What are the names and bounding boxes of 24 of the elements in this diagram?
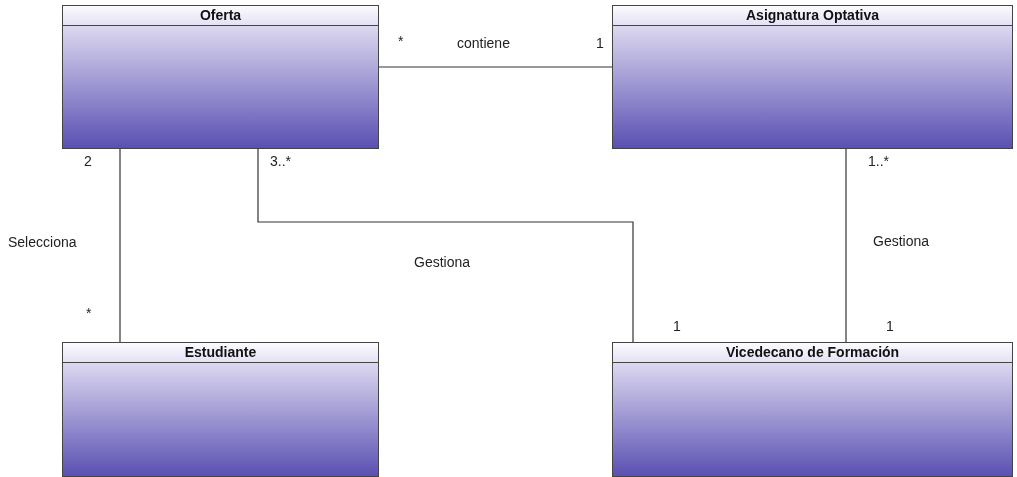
class-box — [612, 5, 1013, 149]
multiplicity-label: 1 — [886, 318, 894, 334]
association-line — [257, 148, 634, 343]
multiplicity-label: 3..* — [270, 153, 291, 169]
multiplicity-label: * — [86, 305, 92, 321]
class-box — [612, 342, 1013, 477]
class-name: Asignatura Optativa — [746, 7, 879, 23]
association-line — [119, 148, 121, 343]
multiplicity-label: 1 — [596, 35, 604, 51]
association-line — [378, 66, 613, 68]
class-box — [62, 5, 379, 149]
multiplicity-label: * — [398, 33, 404, 49]
class-name: Oferta — [199, 7, 242, 23]
multiplicity-label: 1 — [673, 318, 681, 334]
multiplicity-label: 2 — [84, 153, 92, 169]
association-line — [845, 148, 847, 343]
association-label: Gestiona — [873, 233, 930, 249]
association-label: Selecciona — [8, 234, 77, 250]
multiplicity-label: 1..* — [868, 153, 889, 169]
class-name: Estudiante — [184, 344, 257, 360]
association-label: Gestiona — [414, 254, 471, 270]
association-label: contiene — [457, 35, 510, 51]
class-name: Vicedecano de Formación — [725, 344, 900, 360]
class-box — [62, 342, 379, 477]
